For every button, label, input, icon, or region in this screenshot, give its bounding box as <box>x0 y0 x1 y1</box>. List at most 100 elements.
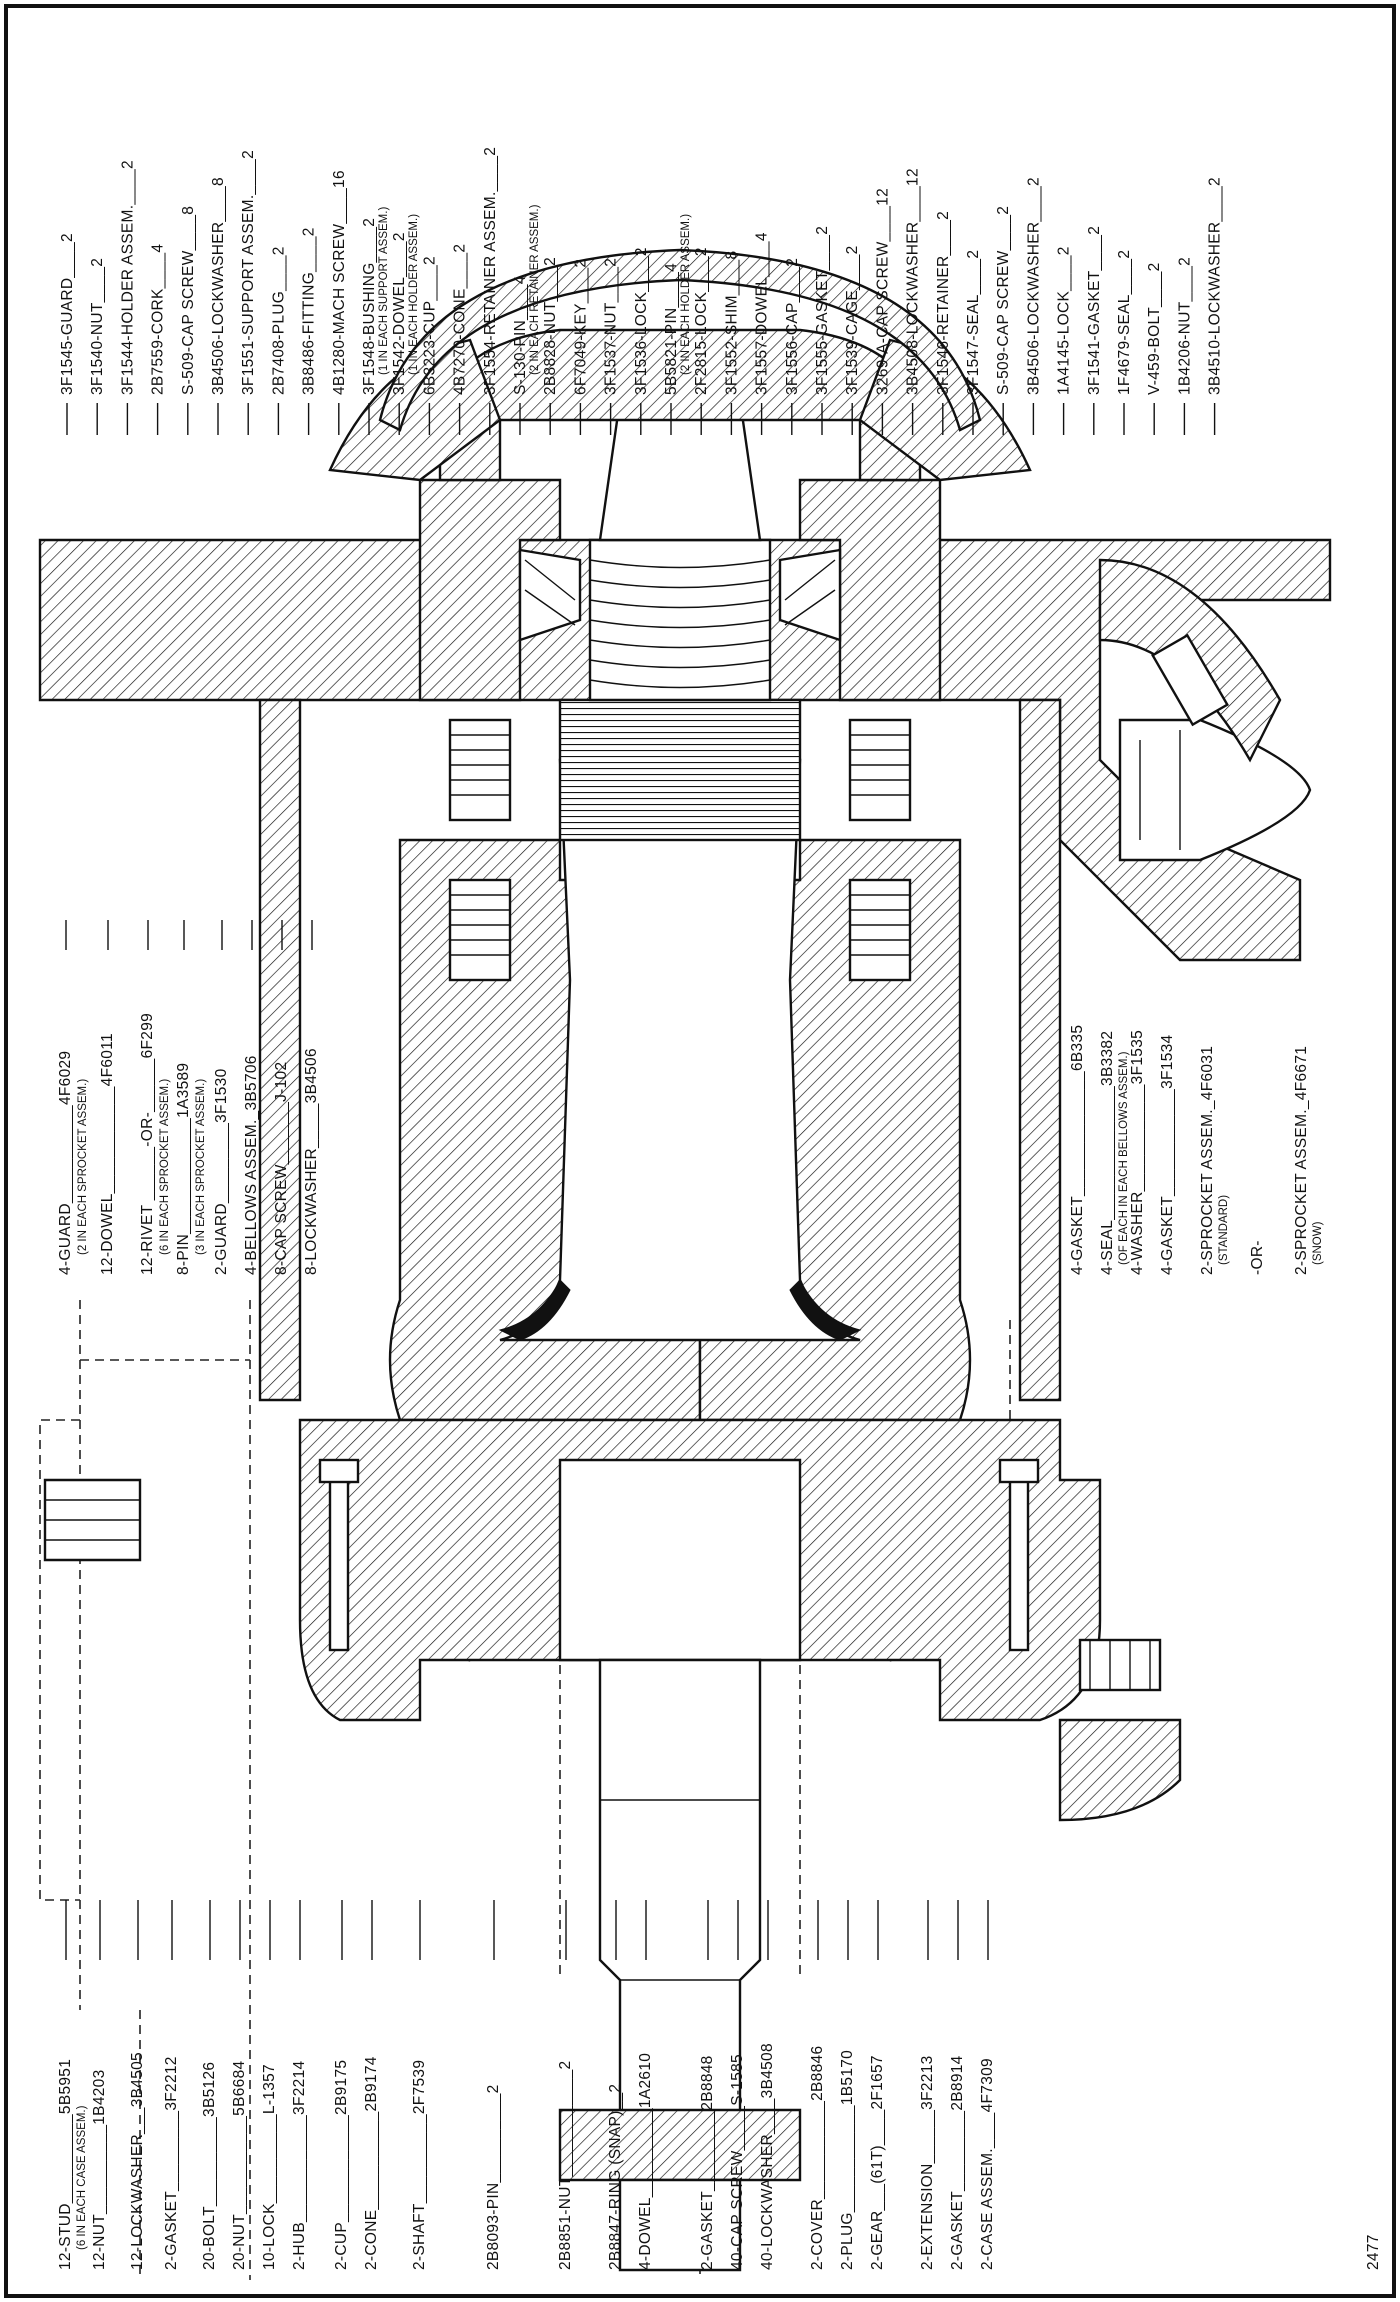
lower-middle-label-4: 4-GASKET____________3F1534 <box>1159 1034 1176 1275</box>
bottom-label-2: 12-NUT__________1B4203 <box>91 2069 108 2270</box>
bottom-label-19: 2-COVER___________2B8846 <box>809 2046 826 2270</box>
bottom-label-5: 20-BOLT__________3B5126 <box>201 2062 218 2270</box>
bottom-label-23: 2-GASKET_________2B8914 <box>949 2055 966 2270</box>
top-label-13: 6B3223-CUP____2 <box>421 256 438 395</box>
figure-border <box>4 4 1396 2298</box>
lower-middle-label-6: -OR- <box>1249 1240 1266 1275</box>
top-label-27: 3F1539-CAGE____2 <box>844 245 861 395</box>
middle-label-7: 8-CAP SCREW_______J-102 <box>273 1062 290 1275</box>
top-label-5: S-509-CAP SCREW____8 <box>180 206 197 395</box>
top-label-2: 3F1540-NUT____2 <box>89 258 106 395</box>
lower-middle-label-5-note: (STANDARD) <box>1218 1195 1230 1265</box>
top-label-20: 3F1536-LOCK____2 <box>633 247 650 395</box>
top-label-3: 3F1544-HOLDER ASSEM.____2 <box>119 160 136 395</box>
callout-labels: 3F1545-GUARD____2 3F1540-NUT____2 3F1544-H… <box>57 147 1324 2270</box>
top-label-24: 3F1557-DOWEL____4 <box>754 232 771 395</box>
bottom-label-12: 2B8093-PIN__________2 <box>485 2084 502 2270</box>
top-label-10: 4B1280-MACH SCREW____16 <box>331 170 348 395</box>
bottom-label-10: 2-CONE___________2B9174 <box>363 2056 380 2270</box>
output-shaft <box>558 1658 802 2272</box>
middle-label-6: 4-BELLOWS ASSEM._3B5706 <box>243 1055 260 1275</box>
top-label-32: S-509-CAP SCREW____2 <box>995 206 1012 395</box>
top-label-11-note: (1 IN EACH SUPPORT ASSEM.) <box>378 207 390 375</box>
middle-label-4-note: (3 IN EACH SPROCKET ASSEM.) <box>195 1079 207 1255</box>
bottom-label-1: 12-STUD__________5B5951 <box>57 2059 74 2270</box>
top-label-8: 2B7408-PLUG____2 <box>270 246 287 395</box>
top-label-16-note: (2 IN EACH RETAINER ASSEM.) <box>529 204 541 375</box>
top-label-18: 6F7049-KEY____2 <box>572 259 589 395</box>
bottom-label-7: 10-LOCK__________L-1357 <box>261 2064 278 2270</box>
top-label-25: 3F1556-CAP____2 <box>784 258 801 395</box>
bolt-detail-inset <box>1098 558 1282 763</box>
lower-middle-label-5: 2-SPROCKET ASSEM._4F6031 <box>1199 1046 1216 1275</box>
bellows-seals <box>448 718 912 982</box>
top-label-33: 3B4506-LOCKWASHER____2 <box>1025 177 1042 395</box>
middle-label-2: 12-DOWEL____________4F6011 <box>99 1033 116 1275</box>
top-label-31: 3F1547-SEAL____2 <box>965 250 982 395</box>
bottom-label-6: 20-NUT___________5B6684 <box>231 2060 248 2270</box>
bottom-label-16: 2-GASKET_________2B8848 <box>699 2055 716 2270</box>
top-label-16: S-130-PIN____4 <box>512 275 529 395</box>
middle-label-5: 2-GUARD_________3F1530 <box>213 1068 230 1275</box>
lower-middle-label-2-note: (OF EACH IN EACH BELLOWS ASSEM.) <box>1118 1051 1130 1265</box>
bottom-label-3: 12-LOCKWASHER___3B4505 <box>129 2052 146 2270</box>
bottom-label-13: 2B8851-NUT____________2 <box>557 2061 574 2270</box>
middle-label-3: 12-RIVET ______-OR-______6F299 <box>139 1013 156 1275</box>
bottom-label-18: 40-LOCKWASHER____3B4508 <box>759 2043 776 2270</box>
top-label-21-note: (2 IN EACH HOLDER ASSEM.) <box>680 214 692 375</box>
top-label-9: 3B8486-FITTING____2 <box>301 227 318 395</box>
top-label-12-note: (1 IN EACH HOLDER ASSEM.) <box>408 214 420 375</box>
bottom-label-1-note: (6 IN EACH CASE ASSEM.) <box>76 2105 88 2250</box>
figure-number: 2477 <box>1365 2234 1382 2270</box>
top-label-30: 3F1546-RETAINER____2 <box>935 211 952 395</box>
middle-label-1: 4-GUARD___________4F6029 <box>57 1051 74 1275</box>
hub-assembly <box>388 398 972 1422</box>
middle-label-8: 8-LOCKWASHER_____3B4506 <box>303 1048 320 1275</box>
top-label-34: 1A4145-LOCK____2 <box>1056 246 1073 395</box>
top-label-12: 3F1542-DOWEL____2 <box>391 232 408 395</box>
top-label-23: 3F1552-SHIM____8 <box>723 251 740 395</box>
top-label-11: 3F1548-BUSHING____2 <box>361 218 378 395</box>
lower-middle-label-7-note: (SNOW) <box>1312 1221 1324 1265</box>
top-label-29: 3B4508-LOCKWASHER____12 <box>905 168 922 395</box>
bottom-label-20: 2-PLUG____________1B5170 <box>839 2050 856 2270</box>
lower-middle-label-2: 4-SEAL_______________3B3382 <box>1099 1031 1116 1275</box>
top-label-38: 1B4206-NUT____2 <box>1176 257 1193 395</box>
top-label-6: 3B4506-LOCKWASHER____8 <box>210 177 227 395</box>
middle-label-1-note: (2 IN EACH SPROCKET ASSEM.) <box>77 1079 89 1255</box>
lower-middle-label-3: 4-WASHER____________3F1535 <box>1129 1030 1146 1275</box>
top-label-39: 3B4510-LOCKWASHER____2 <box>1207 177 1224 395</box>
top-label-21: 5B5821-PIN____4 <box>663 263 680 395</box>
bottom-label-21: 2-GEAR___(61T)____2F1657 <box>869 2055 886 2270</box>
top-label-35: 3F1541-GASKET____2 <box>1086 226 1103 395</box>
top-label-22: 2F2815-LOCK____2 <box>693 247 710 395</box>
top-label-36: 1F4679-SEAL____2 <box>1116 250 1133 395</box>
lower-middle-label-1: 4-GASKET______________6B335 <box>1069 1025 1086 1275</box>
guard-dome <box>378 248 982 432</box>
top-label-26: 3F1555-GASKET____2 <box>814 226 831 395</box>
case-assembly <box>298 1418 1102 1722</box>
lower-middle-label-7: 2-SPROCKET ASSEM._4F6671 <box>1293 1046 1310 1275</box>
bottom-label-22: 2-EXTENSION______3F2213 <box>919 2055 936 2270</box>
drawing <box>38 248 1332 2280</box>
leader-lines <box>65 403 1216 1960</box>
top-label-1: 3F1545-GUARD____2 <box>59 233 76 395</box>
gear-cover <box>1058 1638 1182 1822</box>
bottom-label-17: 40-CAP SCREW_____S-1585 <box>729 2054 746 2270</box>
splined-shaft-section <box>558 698 802 842</box>
bottom-label-15: 4-DOWEL__________1A2610 <box>637 2053 654 2270</box>
top-label-19: 3F1537-NUT____2 <box>603 258 620 395</box>
top-label-4: 2B7559-CORK____4 <box>150 244 167 395</box>
track-frame-phantom <box>39 1300 1011 2280</box>
top-label-17: 2B8828-NUT____2 <box>542 257 559 395</box>
bottom-label-8: 2-HUB____________3F2214 <box>291 2060 308 2270</box>
bottom-label-24: 2-CASE ASSEM.____4F7309 <box>979 2058 996 2270</box>
upper-bearing-housing <box>328 328 1032 702</box>
bottom-label-4: 2-GASKET_________3F2212 <box>163 2056 180 2270</box>
middle-label-4: 8-PIN_____________1A3589 <box>175 1063 192 1275</box>
bottom-label-14: 2B8847-RING (SNAP)__2 <box>607 2084 624 2270</box>
top-label-28: 3269-A-CAP SCREW____12 <box>874 188 891 395</box>
bottom-label-11: 2-SHAFT__________2F7539 <box>411 2060 428 2270</box>
